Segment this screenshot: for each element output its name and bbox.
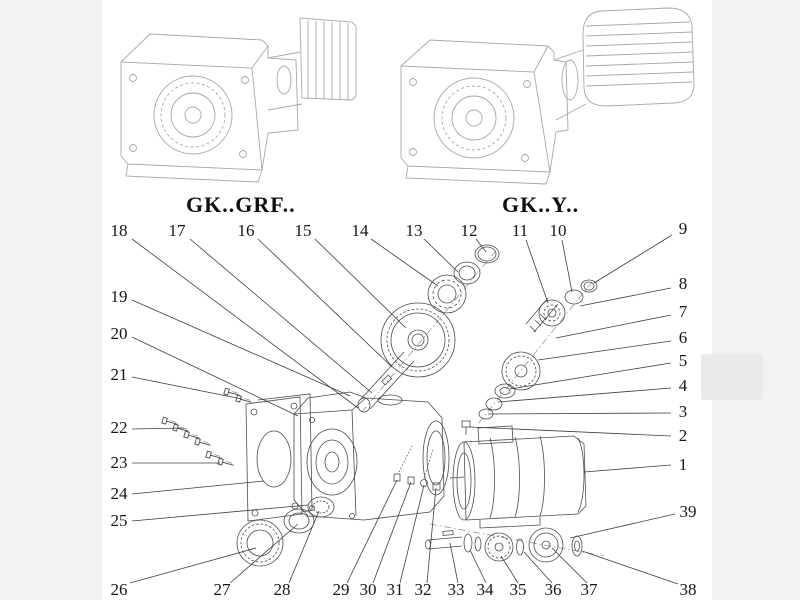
part-number-37: 37 <box>580 580 598 599</box>
part-number-16: 16 <box>237 221 255 240</box>
part-number-17: 17 <box>168 221 186 240</box>
leader-line-15 <box>314 238 407 329</box>
part-number-5: 5 <box>678 351 688 370</box>
gearbox-y-sketch <box>400 7 695 185</box>
part-number-22: 22 <box>110 418 128 437</box>
leader-line-14 <box>370 238 439 287</box>
part-number-33: 33 <box>447 580 465 599</box>
part-number-19: 19 <box>110 287 128 306</box>
part-number-29: 29 <box>332 580 350 599</box>
part-number-4: 4 <box>678 376 688 395</box>
small-fasteners <box>393 445 441 491</box>
part-number-18: 18 <box>110 221 128 240</box>
axis-centerlines <box>361 251 605 557</box>
leader-lines <box>129 234 679 585</box>
leader-line-7 <box>555 314 672 339</box>
leader-line-4 <box>497 387 672 403</box>
leader-line-16 <box>257 238 393 368</box>
leader-line-12 <box>475 238 487 253</box>
leader-line-37 <box>551 547 588 584</box>
part-number-26: 26 <box>110 580 128 599</box>
leader-line-6 <box>537 340 672 361</box>
model-label-y: GK..Y.. <box>502 192 580 217</box>
gearbox-grf-sketch <box>120 17 357 183</box>
part-number-32: 32 <box>414 580 432 599</box>
leader-line-13 <box>423 238 459 273</box>
part-number-1: 1 <box>678 455 688 474</box>
leader-line-1 <box>583 464 672 473</box>
leader-line-39 <box>569 513 676 539</box>
leader-line-35 <box>500 555 519 584</box>
watermark-patch <box>701 354 763 400</box>
exploded-view-drawing <box>161 244 605 567</box>
part-number-36: 36 <box>544 580 562 599</box>
leader-line-19 <box>131 299 351 397</box>
leader-line-17 <box>189 238 373 394</box>
leader-line-20 <box>131 336 299 417</box>
part-number-38: 38 <box>679 580 697 599</box>
leader-line-32 <box>426 487 437 584</box>
part-number-23: 23 <box>110 453 128 472</box>
part-number-25: 25 <box>110 511 128 530</box>
input-pinion-stack <box>478 279 598 420</box>
leader-line-34 <box>469 549 487 584</box>
part-number-3: 3 <box>678 402 688 421</box>
part-number-20: 20 <box>110 324 128 343</box>
leader-line-31 <box>399 484 425 584</box>
leader-line-26 <box>129 547 257 584</box>
part-number-15: 15 <box>294 221 312 240</box>
model-label-grf: GK..GRF.. <box>186 192 296 217</box>
leader-line-33 <box>449 542 459 584</box>
gear-and-bearing-stack <box>357 244 500 413</box>
output-shaft-parts <box>425 527 583 563</box>
part-number-13: 13 <box>405 221 423 240</box>
leader-line-18 <box>131 238 359 409</box>
leader-line-3 <box>487 412 672 415</box>
leader-line-29 <box>346 479 398 584</box>
leader-line-5 <box>509 362 672 390</box>
part-number-11: 11 <box>511 221 529 240</box>
leader-line-22 <box>131 427 185 430</box>
leader-line-11 <box>525 239 549 304</box>
part-number-34: 34 <box>476 580 494 599</box>
output-bearing-set <box>236 496 335 567</box>
leader-line-2 <box>469 426 672 437</box>
part-number-14: 14 <box>351 221 369 240</box>
part-number-31: 31 <box>386 580 404 599</box>
part-number-21: 21 <box>110 365 128 384</box>
leader-line-27 <box>229 523 299 584</box>
leader-line-21 <box>131 376 243 400</box>
leader-line-25 <box>131 504 309 522</box>
leader-line-36 <box>523 551 553 584</box>
part-number-8: 8 <box>678 274 688 293</box>
part-number-12: 12 <box>460 221 478 240</box>
part-number-2: 2 <box>678 426 688 445</box>
leader-line-28 <box>288 510 320 584</box>
leader-line-30 <box>372 481 412 584</box>
part-number-30: 30 <box>359 580 377 599</box>
leader-line-24 <box>131 480 265 495</box>
leader-line-9 <box>593 234 673 284</box>
part-number-9: 9 <box>678 219 688 238</box>
part-number-35: 35 <box>509 580 527 599</box>
part-number-27: 27 <box>213 580 231 599</box>
part-number-6: 6 <box>678 328 688 347</box>
part-number-24: 24 <box>110 484 128 503</box>
part-number-28: 28 <box>273 580 291 599</box>
leader-line-8 <box>579 287 672 307</box>
part-number-10: 10 <box>549 221 567 240</box>
part-number-7: 7 <box>678 302 688 321</box>
motor-drawing <box>449 425 587 529</box>
leader-line-10 <box>561 239 573 293</box>
leader-line-38 <box>581 550 679 585</box>
part-number-39: 39 <box>679 502 697 521</box>
